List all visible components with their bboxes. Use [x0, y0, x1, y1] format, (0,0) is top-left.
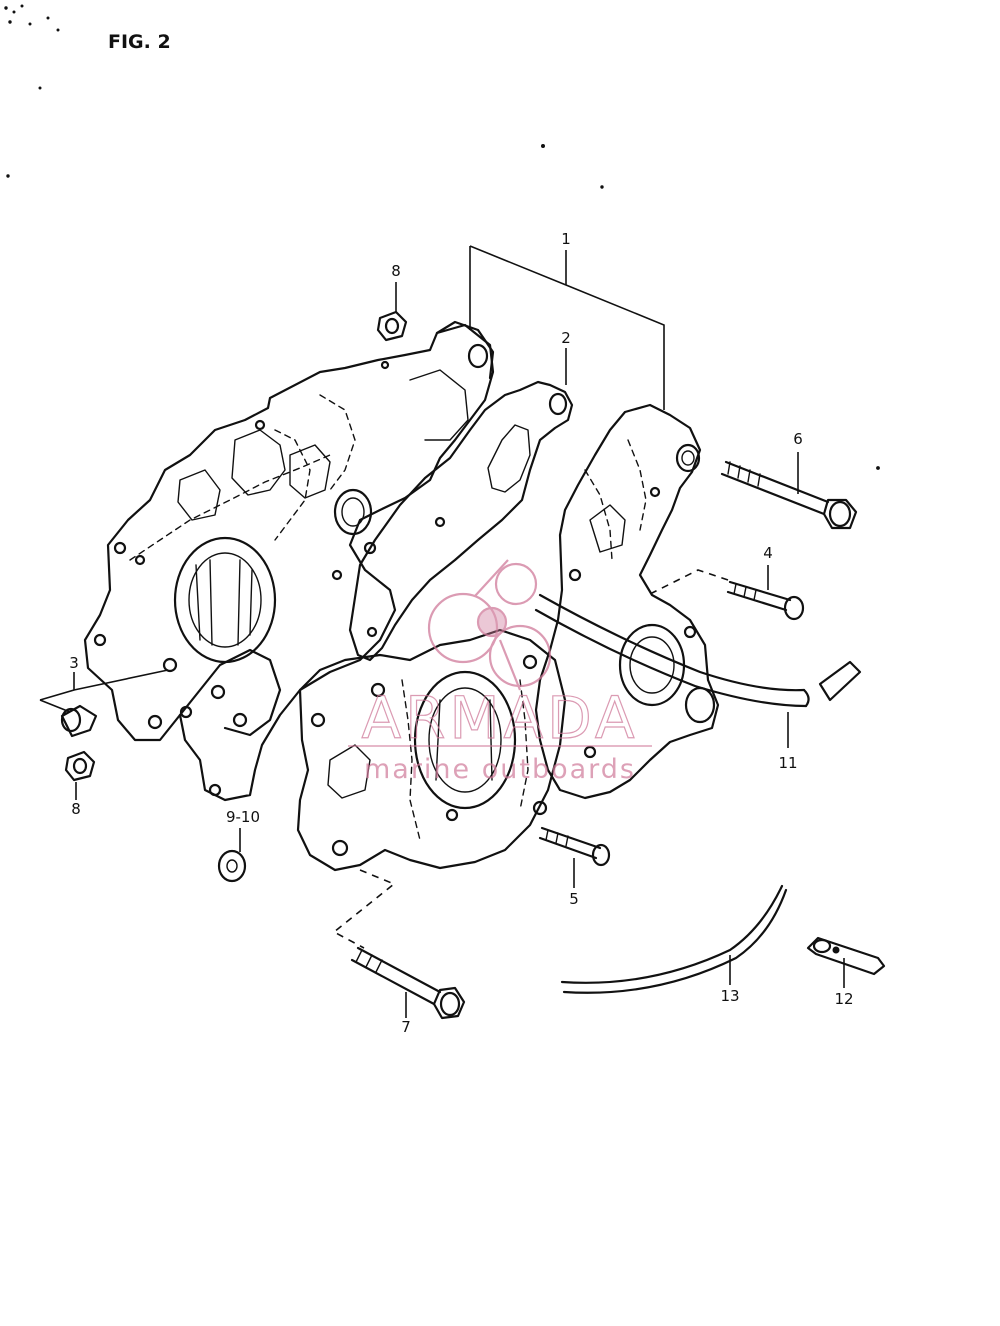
crankcase-front-section: [296, 628, 597, 872]
figure-title: FIG. 2: [108, 31, 171, 53]
bolt-5: [538, 826, 611, 867]
drain-hose: [560, 884, 788, 994]
washer-9-10: [217, 849, 247, 883]
armada-watermark: ARMADA marine outboards: [348, 559, 652, 785]
nut-8-bottom: [64, 750, 96, 782]
watermark-logo-icon: [427, 559, 552, 691]
dowel-pin-3: [60, 704, 98, 738]
callout-2: 2: [561, 329, 571, 347]
callout-7: 7: [401, 1018, 411, 1036]
callout-13: 13: [720, 987, 739, 1005]
crankcase-gasket: [348, 380, 574, 662]
callout-5: 5: [569, 890, 579, 908]
callout-6: 6: [793, 430, 803, 448]
callout-4: 4: [763, 544, 773, 562]
nut-8-top: [376, 310, 408, 342]
callout-12: 12: [834, 990, 853, 1008]
callout-3: 3: [69, 654, 79, 672]
crankcase-left-half: [83, 320, 495, 802]
callout-8-bottom: 8: [71, 800, 81, 818]
bolt-4: [726, 580, 805, 621]
watermark-brand: ARMADA: [361, 684, 638, 752]
callout-labels: 1 2 6 4 8 3 8 9-10 11 5 13 12 7: [69, 230, 853, 1036]
watermark-tagline: marine outboards: [364, 754, 636, 785]
bolt-6: [720, 460, 858, 530]
breather-hose: [534, 593, 862, 708]
callout-1: 1: [561, 230, 571, 248]
hose-clamp: [806, 936, 886, 976]
callout-9-10: 9-10: [226, 808, 260, 826]
callout-8-top: 8: [391, 262, 401, 280]
leader-lines: [39, 245, 845, 1018]
callout-11: 11: [778, 754, 797, 772]
bolt-7: [350, 946, 466, 1020]
scan-noise: [4, 4, 880, 470]
